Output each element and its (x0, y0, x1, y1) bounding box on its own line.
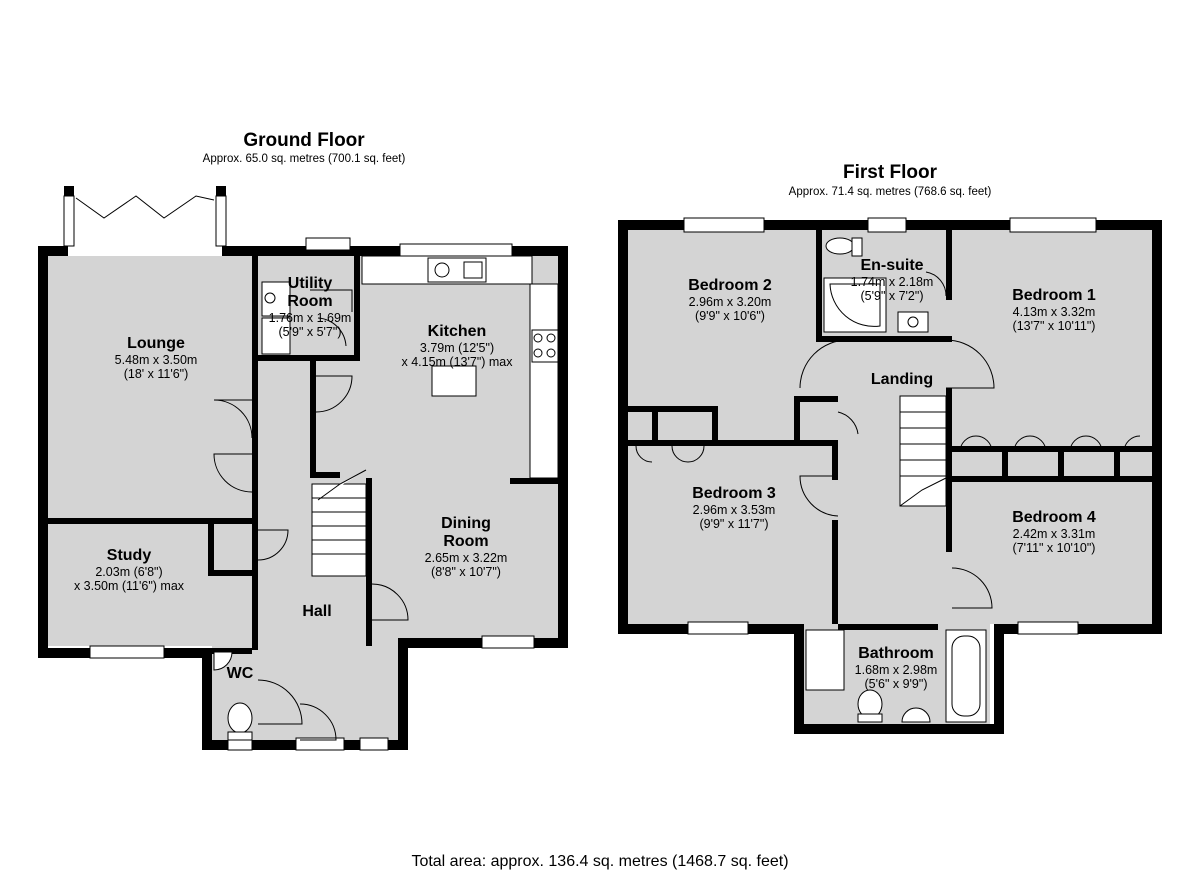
study-dim-line2: x 3.50m (11'6") max (74, 579, 185, 593)
bedroom1-dim-imperial: (13'7" x 10'11") (1013, 319, 1096, 333)
study-dim-line1: 2.03m (6'8") (95, 565, 162, 579)
dining-dim-imperial: (8'8" x 10'7") (431, 565, 501, 579)
dining-name-line2: Room (443, 533, 488, 550)
ground-floor-doors (213, 289, 409, 741)
wc-name: WC (227, 665, 254, 682)
kitchen-dim-line1: 3.79m (12'5") (420, 341, 494, 355)
bedroom2-name: Bedroom 2 (688, 277, 772, 294)
dining-name-line1: Dining (441, 515, 491, 532)
bedroom3-dim-metric: 2.96m x 3.53m (693, 503, 776, 517)
hall-name: Hall (302, 603, 331, 620)
utility-name-line1: Utility (288, 275, 333, 292)
bedroom4-dim-metric: 2.42m x 3.31m (1013, 527, 1096, 541)
ground-floor-windows (89, 237, 535, 751)
lounge-dim-imperial: (18' x 11'6") (124, 367, 189, 381)
ground-floor-fill (48, 256, 558, 740)
utility-name-line2: Room (287, 293, 332, 310)
first-floor-doors (635, 271, 1141, 609)
bedroom1-name: Bedroom 1 (1012, 287, 1096, 304)
first-floor-windows (683, 217, 1097, 635)
ground-floor-stairs (311, 469, 367, 577)
utility-dim-imperial: (5'9" x 5'7") (279, 325, 342, 339)
ground-floor-plan: Ground Floor Approx. 65.0 sq. metres (70… (38, 130, 568, 751)
bifold-doors (63, 186, 227, 247)
first-floor-stairs (899, 395, 947, 507)
ensuite-dim-imperial: (5'9" x 7'2") (861, 289, 924, 303)
ensuite-dim-metric: 1.74m x 2.18m (851, 275, 934, 289)
bathroom-dim-metric: 1.68m x 2.98m (855, 663, 938, 677)
first-floor-title: First Floor (843, 162, 938, 183)
kitchen-fixtures (261, 255, 559, 479)
ground-floor-title: Ground Floor (243, 130, 365, 151)
bedroom4-name: Bedroom 4 (1012, 509, 1096, 526)
utility-dim-metric: 1.76m x 1.69m (269, 311, 352, 325)
bathroom-fixtures (805, 629, 987, 723)
bedroom2-dim-imperial: (9'9" x 10'6") (695, 309, 765, 323)
first-floor-area: Approx. 71.4 sq. metres (768.6 sq. feet) (789, 186, 992, 198)
ensuite-fixtures (823, 237, 929, 333)
kitchen-dim-line2: x 4.15m (13'7") max (401, 355, 513, 369)
bedroom3-dim-imperial: (9'9" x 11'7") (699, 517, 768, 531)
bedroom1-dim-metric: 4.13m x 3.32m (1013, 305, 1096, 319)
wc-fixtures (213, 651, 253, 741)
study-name: Study (107, 547, 152, 564)
kitchen-name: Kitchen (428, 323, 487, 340)
ground-floor-area: Approx. 65.0 sq. metres (700.1 sq. feet) (203, 153, 406, 165)
bedroom4-dim-imperial: (7'11" x 10'10") (1013, 541, 1096, 555)
lounge-dim-metric: 5.48m x 3.50m (115, 353, 198, 367)
bathroom-dim-imperial: (5'6" x 9'9") (865, 677, 928, 691)
lounge-name: Lounge (127, 335, 185, 352)
landing-name: Landing (871, 371, 933, 388)
first-floor-plan: First Floor Approx. 71.4 sq. metres (768… (618, 162, 1162, 734)
bathroom-name: Bathroom (858, 645, 934, 662)
bedroom3-name: Bedroom 3 (692, 485, 776, 502)
dining-dim-metric: 2.65m x 3.22m (425, 551, 508, 565)
total-area: Total area: approx. 136.4 sq. metres (14… (411, 853, 788, 870)
ensuite-name: En-suite (860, 257, 923, 274)
bedroom2-dim-metric: 2.96m x 3.20m (689, 295, 772, 309)
